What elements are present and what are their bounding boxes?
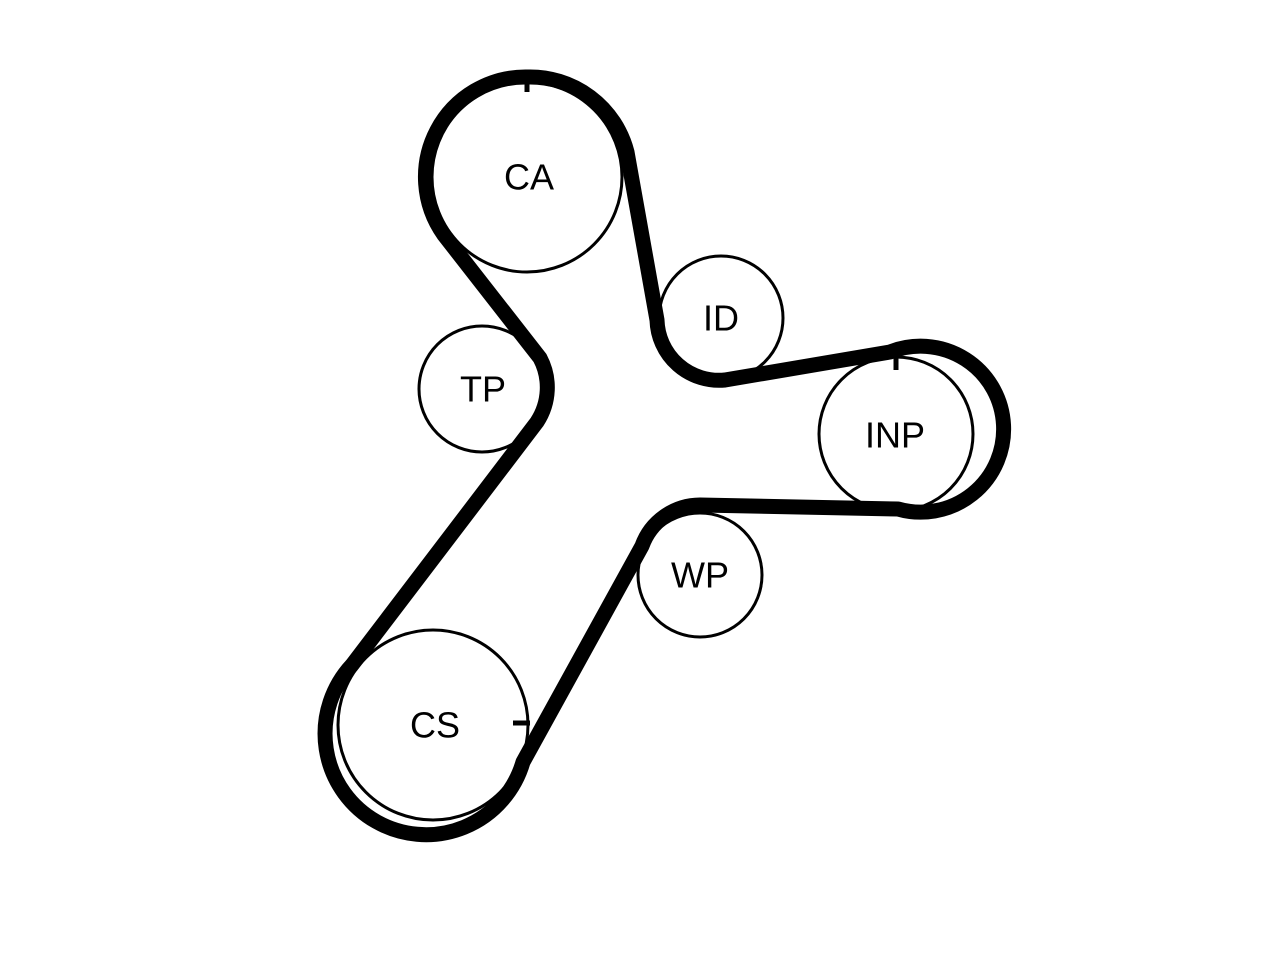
pulley-label-cs: CS bbox=[410, 705, 460, 746]
pulley-wp bbox=[636, 511, 764, 639]
pulley-label-ca: CA bbox=[504, 157, 554, 198]
timing-belt bbox=[317, 69, 1012, 843]
pulley-label-wp: WP bbox=[671, 555, 729, 596]
pulley-label-tp: TP bbox=[460, 369, 506, 410]
pulley-label-id: ID bbox=[703, 298, 739, 339]
pulley-label-inp: INP bbox=[865, 415, 925, 456]
